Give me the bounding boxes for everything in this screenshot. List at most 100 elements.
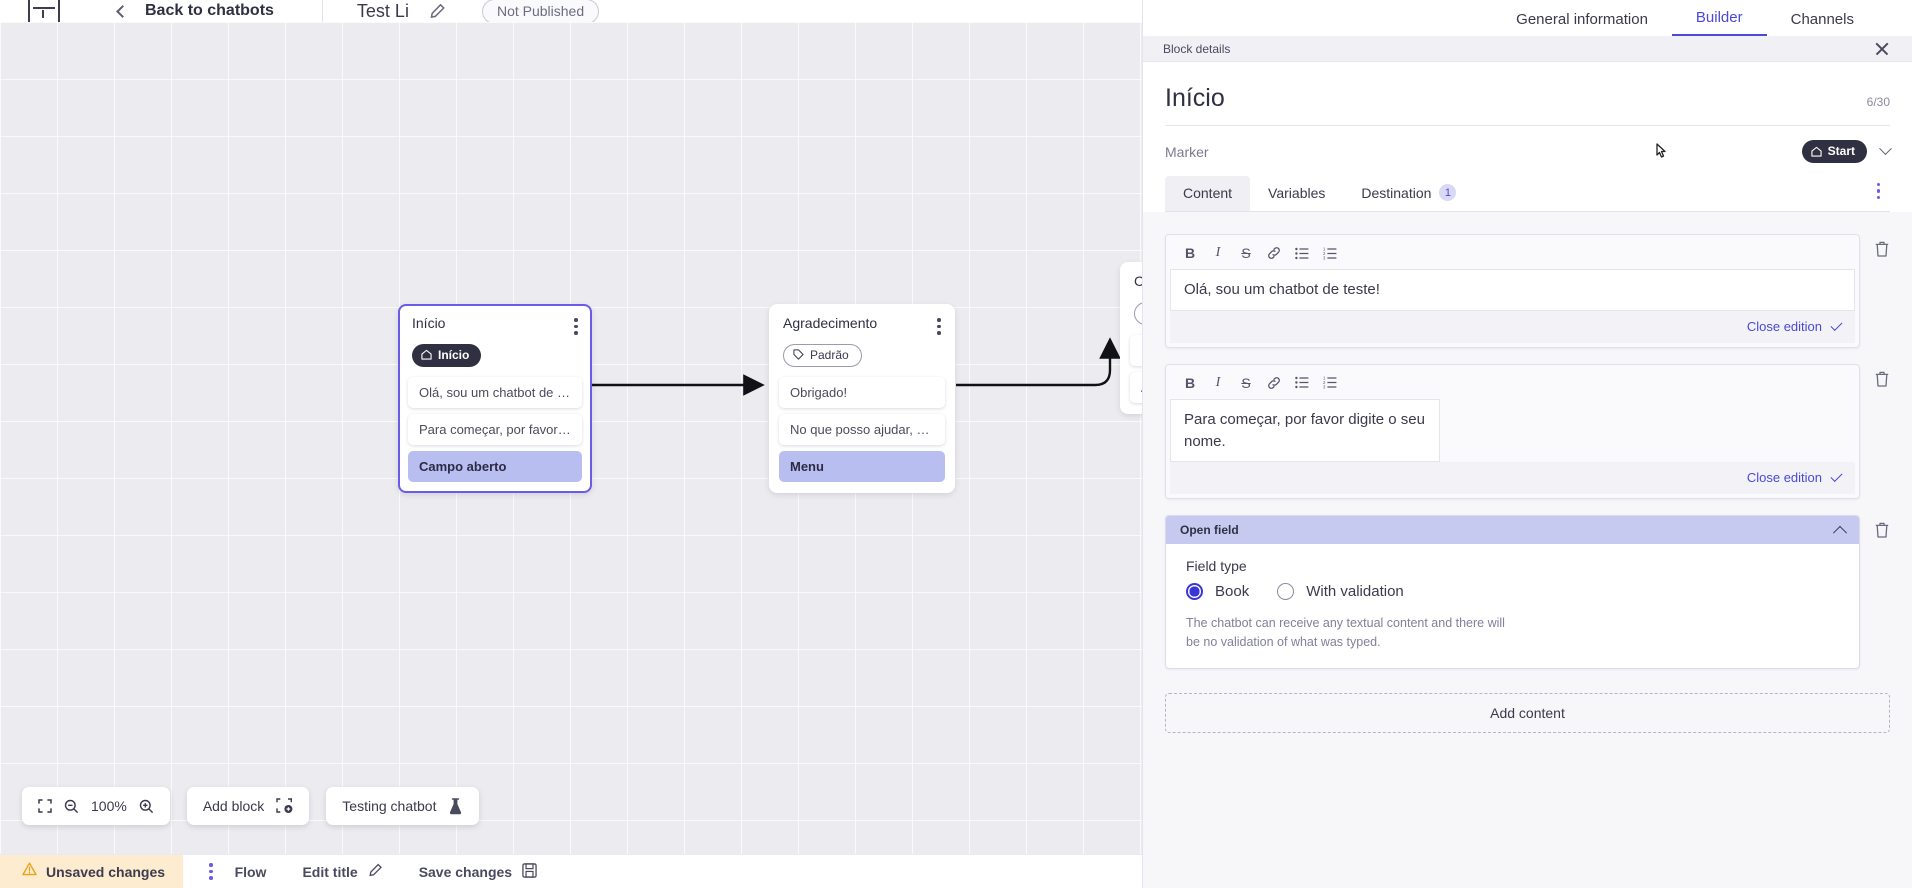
block-menu-icon[interactable]: [574, 315, 578, 335]
tab-destination[interactable]: Destination 1: [1343, 175, 1474, 211]
field-type-options: Book With validation: [1186, 583, 1843, 601]
bullet-list-icon[interactable]: [1288, 373, 1316, 393]
save-disk-icon: [522, 862, 537, 881]
tab-builder[interactable]: Builder: [1671, 9, 1767, 36]
marker-row: Marker Start: [1165, 126, 1892, 175]
marker-badge-padrao[interactable]: Padrão: [783, 343, 862, 367]
zoom-out-icon[interactable]: [64, 799, 79, 814]
app-logo-icon[interactable]: [28, 0, 60, 22]
tab-general-information[interactable]: General information: [1516, 11, 1648, 28]
block-item[interactable]: Menu: [779, 450, 945, 482]
panel-top-tabs: General information Builder Channels: [1143, 0, 1912, 36]
svg-text:2: 2: [1323, 380, 1326, 385]
open-field-header[interactable]: Open field: [1166, 516, 1859, 545]
italic-icon[interactable]: I: [1215, 374, 1221, 390]
edit-title-label: Edit title: [302, 863, 358, 880]
zoom-controls[interactable]: 100%: [22, 787, 170, 825]
italic-icon[interactable]: I: [1215, 245, 1221, 260]
block-item[interactable]: No que posso ajudar, <? $name ...: [779, 413, 945, 445]
chevron-down-icon[interactable]: [1879, 142, 1892, 156]
block-item[interactable]: Para começar, por favor digite o ...: [408, 413, 582, 445]
panel-subheader: Block details: [1143, 36, 1912, 62]
trash-icon[interactable]: [1874, 240, 1890, 258]
add-block-button[interactable]: Add block: [186, 787, 310, 825]
topbar-divider: [321, 0, 323, 22]
block-details-panel: General information Builder Channels Blo…: [1142, 0, 1912, 888]
marker-badge-start[interactable]: Start: [1801, 140, 1867, 163]
block-menu-icon[interactable]: [937, 315, 941, 335]
pencil-icon[interactable]: [429, 3, 446, 20]
svg-text:1: 1: [1323, 247, 1326, 252]
bold-icon[interactable]: B: [1184, 245, 1196, 261]
more-vertical-icon[interactable]: [1876, 182, 1891, 212]
strikethrough-icon[interactable]: S: [1241, 374, 1251, 391]
flow-block-agradecimento[interactable]: Agradecimento Padrão Obrigado! No que po…: [769, 304, 955, 493]
editor-footer: Close edition: [1170, 462, 1855, 495]
close-icon[interactable]: [1874, 41, 1890, 57]
trash-icon[interactable]: [1874, 521, 1890, 539]
block-item[interactable]: Obrigado!: [779, 376, 945, 408]
close-edition-button[interactable]: Close edition: [1746, 470, 1822, 486]
link-icon[interactable]: [1260, 373, 1288, 393]
marker-badge-start[interactable]: Início: [412, 343, 482, 367]
marker-value: Start: [1827, 144, 1855, 158]
block-item[interactable]: Campo aberto: [408, 450, 582, 482]
tab-channels[interactable]: Channels: [1790, 11, 1854, 28]
pencil-icon: [368, 863, 383, 881]
tab-variables[interactable]: Variables: [1250, 176, 1343, 211]
save-changes-button[interactable]: Save changes: [418, 862, 537, 881]
page-title: Início: [1165, 84, 1225, 112]
svg-text:1: 1: [1323, 376, 1326, 381]
bullet-list-icon[interactable]: [1288, 243, 1316, 263]
radio-book[interactable]: [1186, 583, 1203, 601]
marker-selector[interactable]: Start: [1801, 140, 1892, 163]
testing-chatbot-button[interactable]: Testing chatbot: [326, 787, 480, 825]
editor-text[interactable]: Para começar, por favor digite o seu nom…: [1170, 398, 1440, 463]
link-icon[interactable]: [1260, 243, 1288, 263]
more-vertical-icon[interactable]: [209, 863, 213, 880]
testing-chatbot-label: Testing chatbot: [342, 798, 437, 814]
editor-footer: Close edition: [1170, 310, 1855, 343]
svg-text:3: 3: [1323, 385, 1326, 389]
marker-label: Início: [438, 347, 470, 362]
open-field-row: Open field Field type Book With validati…: [1165, 515, 1890, 669]
block-items: Olá, sou um chatbot de teste! Para começ…: [408, 376, 582, 482]
block-item[interactable]: Olá, sou um chatbot de teste!: [408, 376, 582, 408]
unsaved-changes-indicator: Unsaved changes: [0, 855, 184, 888]
back-to-chatbots-link[interactable]: Back to chatbots: [145, 2, 274, 19]
open-field-card: Open field Field type Book With validati…: [1165, 515, 1860, 669]
tab-content-label: Content: [1183, 185, 1233, 201]
chatbot-title: Test Li: [356, 0, 409, 21]
flow-button[interactable]: Flow: [235, 864, 267, 880]
publish-status-badge: Not Published: [481, 0, 600, 22]
open-field-description: The chatbot can receive any textual cont…: [1186, 616, 1505, 649]
block-title: Agradecimento: [783, 315, 878, 331]
unsaved-changes-label: Unsaved changes: [46, 863, 166, 880]
close-edition-button[interactable]: Close edition: [1746, 318, 1822, 334]
save-changes-label: Save changes: [418, 863, 513, 880]
add-content-button[interactable]: Add content: [1165, 692, 1890, 733]
block-title: Início: [412, 315, 446, 331]
edit-title-button[interactable]: Edit title: [302, 863, 382, 881]
fit-screen-icon[interactable]: [38, 799, 52, 813]
bold-icon[interactable]: B: [1184, 374, 1196, 391]
trash-icon[interactable]: [1874, 370, 1890, 388]
radio-book-label[interactable]: Book: [1215, 583, 1250, 601]
tab-content[interactable]: Content: [1165, 176, 1251, 211]
chevron-up-icon[interactable]: [1832, 526, 1848, 541]
strikethrough-icon[interactable]: S: [1241, 245, 1251, 261]
zoom-in-icon[interactable]: [139, 799, 154, 814]
flow-block-inicio[interactable]: Início Início Olá, sou um chatbot de tes…: [398, 304, 592, 493]
radio-with-validation-label[interactable]: With validation: [1306, 583, 1404, 601]
radio-with-validation[interactable]: [1277, 583, 1295, 601]
chevron-left-icon[interactable]: [116, 4, 129, 18]
block-marker-row: Padrão: [779, 335, 945, 377]
editor-text[interactable]: Olá, sou um chatbot de teste!: [1170, 269, 1855, 311]
block-items: Obrigado! No que posso ajudar, <? $name …: [779, 376, 945, 482]
